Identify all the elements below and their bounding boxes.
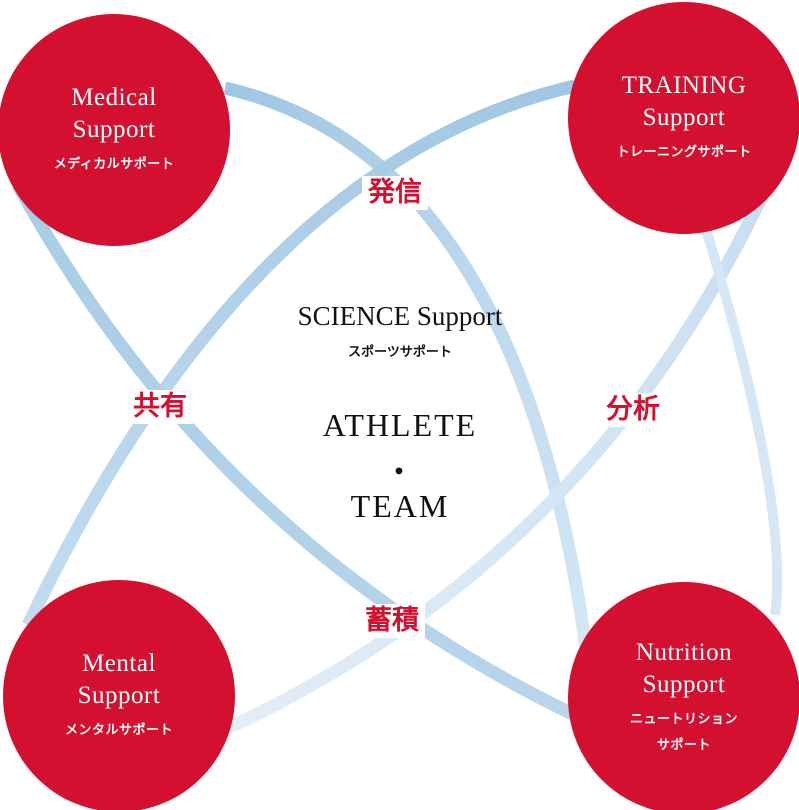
link-label-analyze: 分析 — [600, 393, 666, 427]
arc-medical-nutrition — [223, 81, 602, 726]
nutrition-subtitle-line1: ニュートリション — [629, 712, 738, 727]
medical-title-line1: Medical — [71, 84, 157, 111]
medical-subtitle: メディカルサポート — [53, 157, 175, 172]
science-support-title: SCIENCE Support — [297, 301, 503, 331]
arc-medical-mental — [12, 181, 588, 726]
science-support-subtitle: スポーツサポート — [348, 345, 452, 360]
nutrition-title-line1: Nutrition — [635, 639, 733, 666]
training-title-line2: Support — [642, 104, 726, 131]
mental-support-node: Mental Support メンタルサポート — [3, 580, 235, 810]
link-label-send: 発信 — [362, 176, 428, 210]
arc-training-nutrition-edge — [695, 208, 783, 616]
mental-title-line1: Mental — [82, 650, 156, 677]
athlete-label: ATHLETE — [322, 407, 478, 443]
mental-subtitle: メンタルサポート — [64, 723, 173, 738]
medical-title-line2: Support — [72, 116, 156, 143]
nutrition-subtitle-line2: サポート — [656, 738, 711, 753]
training-subtitle: トレーニングサポート — [616, 145, 752, 160]
team-label: TEAM — [350, 488, 450, 524]
training-support-node: TRAINING Support トレーニングサポート — [568, 2, 799, 234]
nutrition-title-line2: Support — [642, 671, 726, 698]
mental-title-line2: Support — [77, 682, 161, 709]
nutrition-support-node: Nutrition Support ニュートリション サポート — [568, 582, 799, 810]
link-label-store: 蓄積 — [359, 604, 425, 638]
arc-training-mental — [22, 79, 577, 628]
training-title-line1: TRAINING — [621, 72, 747, 99]
link-label-share: 共有 — [127, 390, 193, 424]
separator-dot: ・ — [382, 454, 417, 490]
medical-support-node: Medical Support メディカルサポート — [0, 14, 230, 246]
arc-training-nutrition — [225, 187, 771, 734]
